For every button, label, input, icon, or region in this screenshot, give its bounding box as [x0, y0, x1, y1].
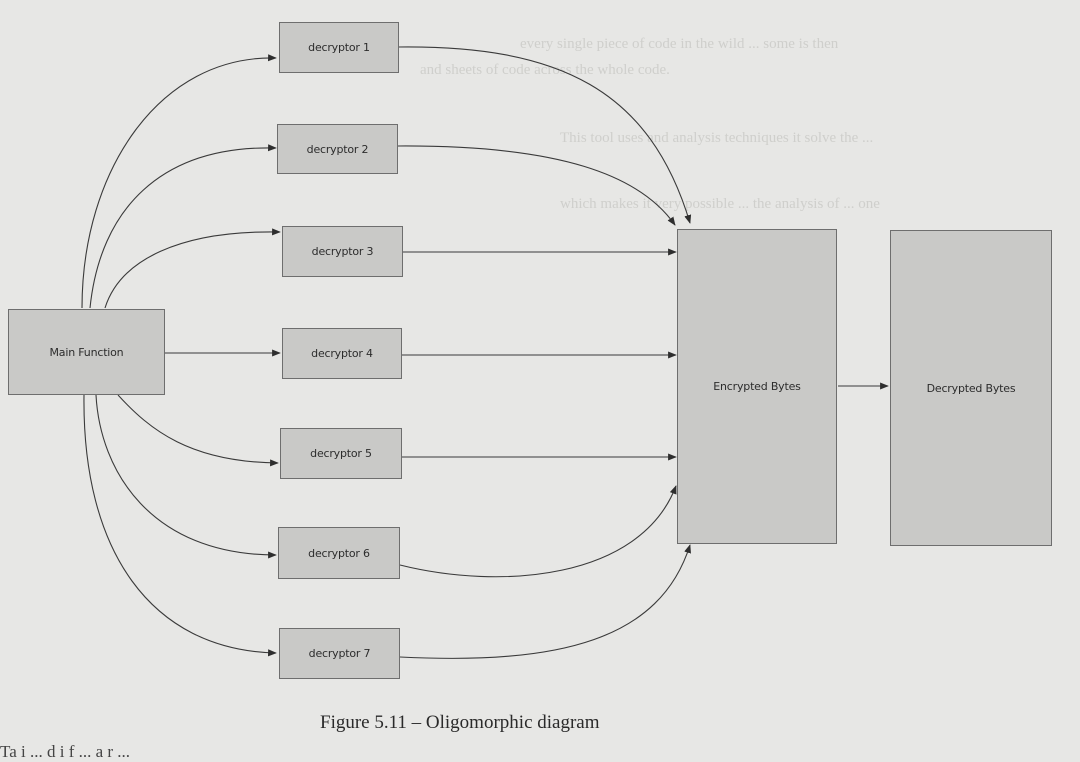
figure-caption: Figure 5.11 – Oligomorphic diagram: [320, 712, 600, 733]
edge-main-to-decryptor-2: [89, 144, 277, 309]
bleed-through-text: which makes it very possible ... the ana…: [560, 196, 880, 212]
edge-decryptor-2-to-encrypted: [397, 145, 676, 226]
decryptor-2-box: decryptor 2: [277, 124, 398, 174]
decryptor-5-box: decryptor 5: [280, 428, 402, 479]
edge-main-to-decryptor-5: [117, 394, 279, 467]
edge-main-to-decryptor-6: [95, 394, 277, 559]
decryptor-1-box: decryptor 1: [279, 22, 399, 73]
edge-main-to-decryptor-1: [81, 54, 277, 309]
bleed-through-text: every single piece of code in the wild .…: [520, 36, 839, 52]
edge-main-to-decryptor-7: [83, 394, 277, 657]
edge-decryptor-7-to-encrypted: [399, 544, 691, 659]
encrypted-bytes-box: Encrypted Bytes: [677, 229, 837, 544]
edge-decryptor-6-to-encrypted: [399, 485, 677, 578]
decryptor-3-box: decryptor 3: [282, 226, 403, 277]
bleed-through-text: and sheets of code across the whole code…: [420, 62, 670, 78]
bleed-through-text: This tool uses and analysis techniques i…: [560, 130, 874, 146]
decryptor-6-box: decryptor 6: [278, 527, 400, 579]
decryptor-7-box: decryptor 7: [279, 628, 400, 679]
next-paragraph-fragment: Ta i ... d i f ... a r ...: [0, 742, 131, 761]
decryptor-4-box: decryptor 4: [282, 328, 402, 379]
edge-decryptor-1-to-encrypted: [397, 46, 692, 224]
main-function-box: Main Function: [8, 309, 165, 395]
edge-main-to-decryptor-3: [104, 228, 281, 309]
decrypted-bytes-box: Decrypted Bytes: [890, 230, 1052, 546]
